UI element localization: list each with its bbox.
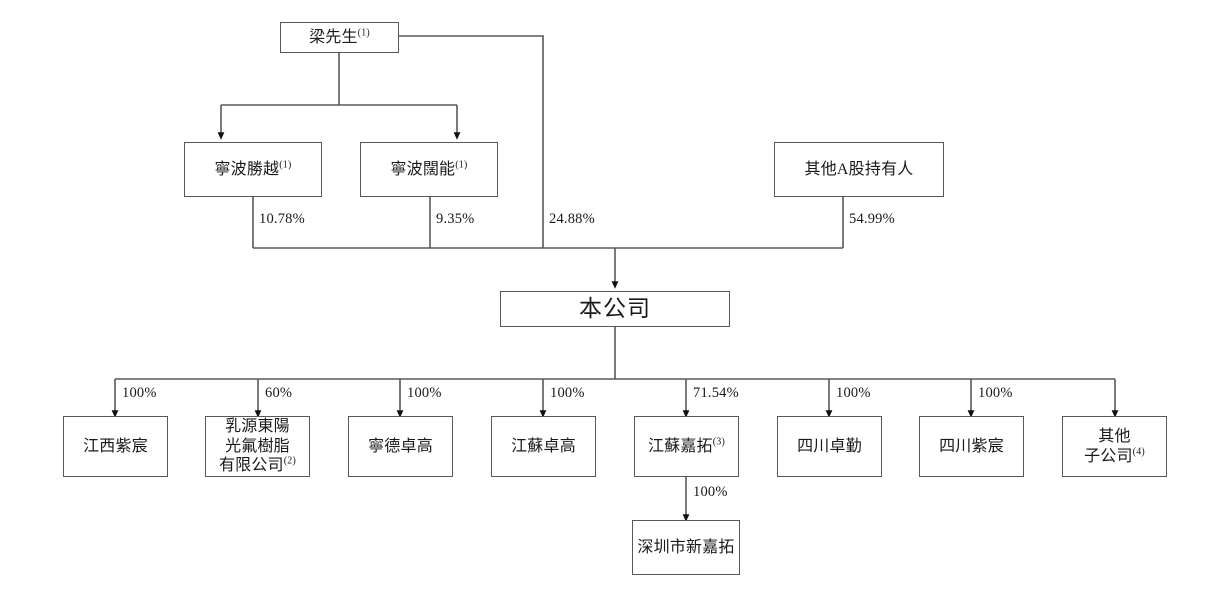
node-controller-label: 梁先生(1) [309, 27, 370, 46]
node-company-label: 本公司 [579, 295, 651, 321]
percent-controller-company: 24.88% [549, 211, 595, 227]
percent-company-sub4: 100% [550, 385, 585, 401]
node-other-a-shareholders[interactable]: 其他A股持有人 [774, 142, 944, 197]
percent-holdco2-company: 9.35% [436, 211, 475, 227]
node-holdco1-label: 寧波勝越(1) [214, 159, 292, 178]
node-sub4-label: 江蘇卓高 [511, 437, 576, 455]
node-sub7-label: 四川紫宸 [939, 437, 1004, 455]
node-sub7[interactable]: 四川紫宸 [919, 416, 1024, 477]
node-sub8-label: 其他 子公司(4) [1084, 427, 1145, 465]
node-sub1-label: 江西紫宸 [83, 437, 148, 455]
node-sub4[interactable]: 江蘇卓高 [491, 416, 596, 477]
node-sub3[interactable]: 寧德卓高 [348, 416, 453, 477]
node-subsub1[interactable]: 深圳市新嘉拓 [632, 520, 740, 575]
percent-sub5-subsub1: 100% [693, 484, 728, 500]
node-sub2-label: 乳源東陽 光氟樹脂 有限公司(2) [218, 418, 297, 475]
percent-company-sub2: 60% [265, 385, 293, 401]
node-holdco2[interactable]: 寧波闊能(1) [360, 142, 498, 197]
node-sub6-label: 四川卓勤 [797, 437, 862, 455]
node-sub3-label: 寧德卓高 [368, 437, 433, 455]
percent-company-sub6: 100% [836, 385, 871, 401]
node-sub2[interactable]: 乳源東陽 光氟樹脂 有限公司(2) [205, 416, 310, 477]
percent-public-company: 54.99% [849, 211, 895, 227]
node-sub6[interactable]: 四川卓勤 [777, 416, 882, 477]
percent-company-sub7: 100% [978, 385, 1013, 401]
node-sub5[interactable]: 江蘇嘉拓(3) [634, 416, 739, 477]
percent-company-sub5: 71.54% [693, 385, 739, 401]
node-subsub1-label: 深圳市新嘉拓 [637, 538, 735, 556]
node-other-a-shareholders-label: 其他A股持有人 [804, 160, 914, 178]
node-company[interactable]: 本公司 [500, 291, 730, 327]
percent-company-sub3: 100% [407, 385, 442, 401]
node-sub1[interactable]: 江西紫宸 [63, 416, 168, 477]
node-sub5-label: 江蘇嘉拓(3) [647, 436, 726, 455]
node-controller[interactable]: 梁先生(1) [280, 22, 399, 53]
node-holdco1[interactable]: 寧波勝越(1) [184, 142, 322, 197]
node-holdco2-label: 寧波闊能(1) [390, 159, 468, 178]
percent-company-sub1: 100% [122, 385, 157, 401]
percent-holdco1-company: 10.78% [259, 211, 305, 227]
node-sub8[interactable]: 其他 子公司(4) [1062, 416, 1167, 477]
